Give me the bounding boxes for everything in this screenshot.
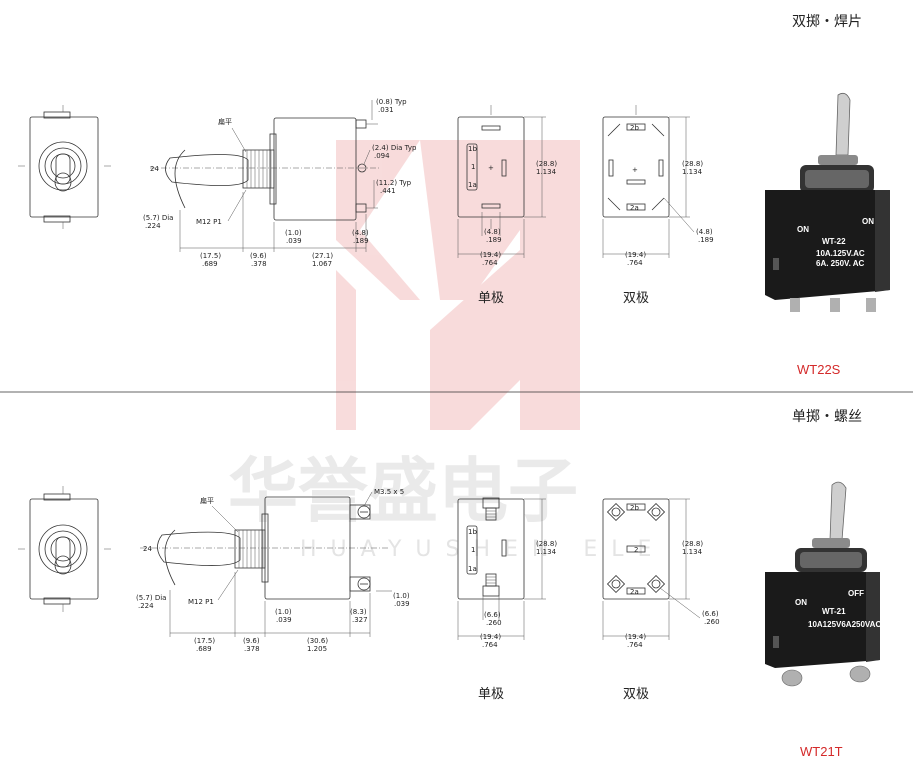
dp-4-8-top: (4.8).189 [696,228,714,244]
dp-w194-top: (19.4).764 [625,251,646,267]
photo-off-bottom: OFF [848,589,864,598]
photo-on2-top: ON [862,217,874,226]
sp-4-8-top: (4.8).189 [484,228,502,244]
heading-bottom: 单掷・螺丝 [792,409,862,425]
sp-plus-top: + [488,164,494,172]
dim-8-3-bottom: (8.3).327 [350,608,368,624]
watermark-en: HUAYUSHEN ELE [300,537,665,562]
label-flat-bottom: 扁平 [200,496,214,505]
photo-part-top: WT-22 [822,237,846,246]
watermark-cn: 华誉盛电子 [228,450,578,532]
watermark-logo [336,140,580,430]
model-bottom: WT21T [800,744,843,759]
dp-term-2b-top: 2b [630,124,639,132]
photo-rating-bottom: 10A125V6A250VAC [808,620,881,629]
dim-9-6-bottom: (9.6).378 [243,637,260,653]
dim-0-8-top: (0.8) Typ.031 [376,98,407,114]
dim-27-1-top: (27.1)1.067 [312,252,333,268]
dp-screw-bl [606,574,626,594]
sp-h288-top: (28.8)1.134 [536,160,557,176]
label-m12-top: M12 P1 [196,218,222,226]
dp-6-6-bottom: (6.6).260 [702,610,720,626]
sp-term-1b-top: 1b [468,145,477,153]
dim-4-8-top: (4.8).189 [352,229,369,245]
sp-term-1a-bottom: 1a [468,565,477,573]
product-photo-top: ON ON WT-22 10A.125V.AC 6A. 250V. AC [765,92,890,312]
dp-plus-top: + [632,166,638,174]
label-dia-top: (5.7) Dia.224 [143,214,173,230]
photo-rating2-top: 6A. 250V. AC [816,259,865,268]
front-view-bottom [18,486,111,612]
sp-term-1a-top: 1a [468,181,477,189]
dim-30-6-bottom: (30.6)1.205 [307,637,328,653]
label-screw-bottom: M3.5 x 5 [374,488,404,496]
section-top: 双掷・焊片 [18,14,890,377]
label-m12-bottom: M12 P1 [188,598,214,606]
sp-w194-top: (19.4).764 [480,251,501,267]
label-24-top: 24 [150,165,159,173]
sp-h288-bottom: (28.8)1.134 [536,540,557,556]
label-dia-bottom: (5.7) Dia.224 [136,594,166,610]
dim-11-2-top: (11.2) Typ.441 [376,179,412,195]
photo-rating1-top: 10A.125V.AC [816,249,865,258]
watermark: 华誉盛电子 HUAYUSHEN ELE [228,140,665,562]
sp-6-6-bottom: (6.6).260 [484,611,502,627]
dp-term-2-bottom: 2 [634,546,638,554]
sp-term-1b-bottom: 1b [468,528,477,536]
dp-h288-bottom: (28.8)1.134 [682,540,703,556]
dim-1-0a-bottom: (1.0).039 [275,608,292,624]
model-top: WT22S [797,362,841,377]
dim-17-5-bottom: (17.5).689 [194,637,215,653]
photo-part-bottom: WT-21 [822,607,846,616]
side-view-top: 扁平 24 (5.7) Dia.224 M12 P1 (17.5).689 (9… [143,98,417,268]
single-pole-label-top: 单极 [478,291,504,306]
dim-1-0-top: (1.0).039 [285,229,302,245]
photo-on-bottom: ON [795,598,807,607]
dp-term-2a-bottom: 2a [630,588,639,596]
double-pole-label-bottom: 双极 [623,687,649,702]
dim-2-4-top: (2.4) Dia Typ.094 [372,144,417,160]
sp-term-1-top: 1 [471,163,475,171]
dp-term-2a-top: 2a [630,204,639,212]
double-pole-view-top: 2b 2a + (28.8)1.134 (19.4).764 (4.8).189… [602,105,714,306]
section-bottom: 单掷・螺丝 [18,409,881,759]
single-pole-view-top: 1b 1 1a + (28.8)1.134 (19.4).764 (4.8).1… [457,105,557,306]
dp-screw-br [646,574,666,594]
sp-term-1-bottom: 1 [471,546,475,554]
dp-h288-top: (28.8)1.134 [682,160,703,176]
double-pole-view-bottom: 2b 2a 2 (28.8)1.134 (19.4).764 (6.6).260… [602,498,720,702]
dim-9-6-top: (9.6).378 [250,252,267,268]
side-view-bottom: 扁平 M3.5 x 5 24 (5.7) Dia.224 M12 P1 (17.… [136,488,410,653]
heading-top: 双掷・焊片 [792,14,862,30]
label-flat-top: 扁平 [218,117,232,126]
double-pole-label-top: 双极 [623,291,649,306]
dp-screw-tl [606,502,626,522]
single-pole-view-bottom: 1b 1 1a (28.8)1.134 (19.4).764 (6.6).260… [457,497,557,702]
dim-17-5-top: (17.5).689 [200,252,221,268]
front-view-top [18,105,111,229]
sp-w194-bottom: (19.4).764 [480,633,501,649]
dp-term-2b-bottom: 2b [630,504,639,512]
photo-on1-top: ON [797,225,809,234]
dim-1-0b-bottom: (1.0).039 [393,592,410,608]
single-pole-label-bottom: 单极 [478,687,504,702]
dp-w194-bottom: (19.4).764 [625,633,646,649]
label-24-bottom: 24 [143,545,152,553]
product-photo-bottom: ON OFF WT-21 10A125V6A250VAC [765,481,881,687]
dp-screw-tr [646,502,666,522]
